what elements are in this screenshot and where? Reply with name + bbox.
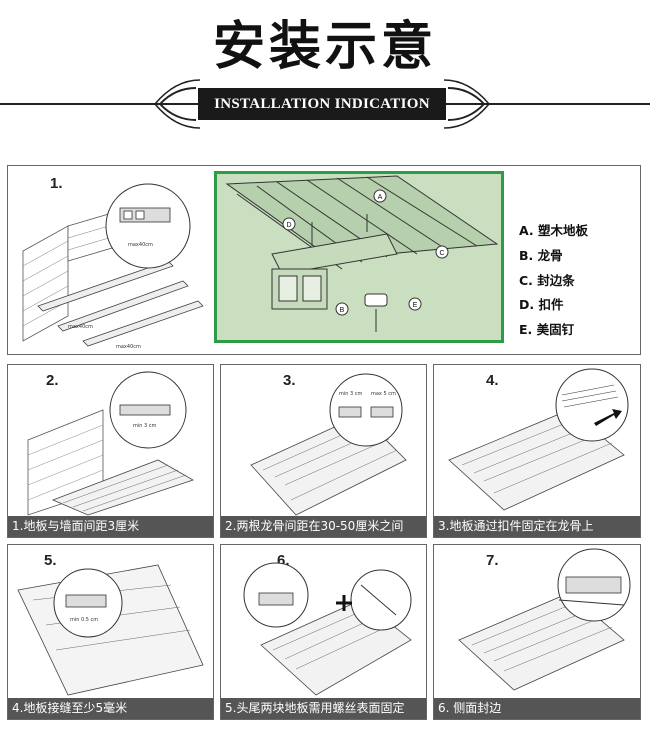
step2-illustration: min 3 cm: [27, 371, 194, 516]
step-caption: 2.两根龙骨间距在30-50厘米之间: [221, 516, 426, 537]
step-panel: 7. 6. 侧面封边: [433, 544, 641, 720]
gap-label: max 5 cm: [371, 391, 396, 397]
page-title: 安装示意: [212, 16, 437, 77]
legend-item: B. 龙骨: [519, 247, 563, 263]
callout-e: E: [413, 302, 418, 309]
exploded-view-diagram: A B C D E: [214, 171, 504, 343]
step-caption: 3.地板通过扣件固定在龙骨上: [434, 516, 640, 537]
step-number: 3.: [283, 372, 296, 389]
legend-item: E. 美固钉: [519, 322, 575, 338]
callout-a: A: [378, 194, 383, 201]
gap-label: min 3 cm: [339, 391, 363, 397]
legend-item: D. 扣件: [519, 297, 564, 313]
step1-illustration: max40cm max40cm max40cm: [22, 183, 204, 350]
step4-illustration: [448, 368, 629, 511]
banner-rule-left: [0, 103, 198, 105]
gap-label: min 0.5 cm: [70, 617, 98, 623]
callout-c: C: [439, 250, 444, 257]
step5-illustration: min 0.5 cm: [17, 564, 204, 696]
step-caption: 4.地板接缝至少5毫米: [8, 698, 213, 719]
step6-illustration: [243, 562, 412, 696]
banner-frame: [154, 79, 490, 129]
legend-item: A. 塑木地板: [519, 223, 589, 238]
step-panel: 6. 5.头尾两块地板需用螺丝表面固定: [220, 544, 427, 720]
step3-illustration: min 3 cm max 5 cm: [250, 373, 407, 516]
joist-spacing-label: max40cm: [68, 324, 93, 330]
step-caption: 5.头尾两块地板需用螺丝表面固定: [221, 698, 426, 719]
step-number: 7.: [486, 552, 499, 569]
step-number: 1.: [50, 175, 63, 192]
step-caption: 1.地板与墙面间距3厘米: [8, 516, 213, 537]
step-panel: 5. min 0.5 cm 4.地板接缝至少5毫米: [7, 544, 214, 720]
installation-banner: INSTALLATION INDICATION: [198, 88, 446, 120]
step-caption: 6. 侧面封边: [434, 698, 640, 719]
step-panel: 2. min 3 cm 1.地板与墙面间距3厘米: [7, 364, 214, 538]
step-panel: 4. 3.地板通过扣件固定在龙骨上: [433, 364, 641, 538]
callout-b: B: [340, 307, 345, 314]
legend-item: C. 封边条: [519, 272, 575, 288]
plus-icon: [336, 595, 352, 611]
step-number: 4.: [486, 372, 499, 389]
component-drawing: A B C D E: [225, 175, 499, 332]
step-number: 2.: [46, 372, 59, 389]
overview-panel: 1. max40cm max40cm max40cm: [7, 165, 641, 355]
gap-label: min 3 cm: [133, 423, 157, 429]
banner-rule-right: [446, 103, 650, 105]
component-legend: A. 塑木地板 B. 龙骨 C. 封边条 D. 扣件 E. 美固钉: [519, 219, 588, 343]
step-number: 5.: [44, 552, 57, 569]
callout-d: D: [286, 222, 291, 229]
joist-spacing-label: max40cm: [116, 344, 141, 350]
joist-spacing-label: max40cm: [128, 242, 153, 248]
step7-illustration: [458, 548, 631, 691]
step-panel: 3. min 3 cm max 5 cm 2.两根龙骨间距在30-50厘米之间: [220, 364, 427, 538]
